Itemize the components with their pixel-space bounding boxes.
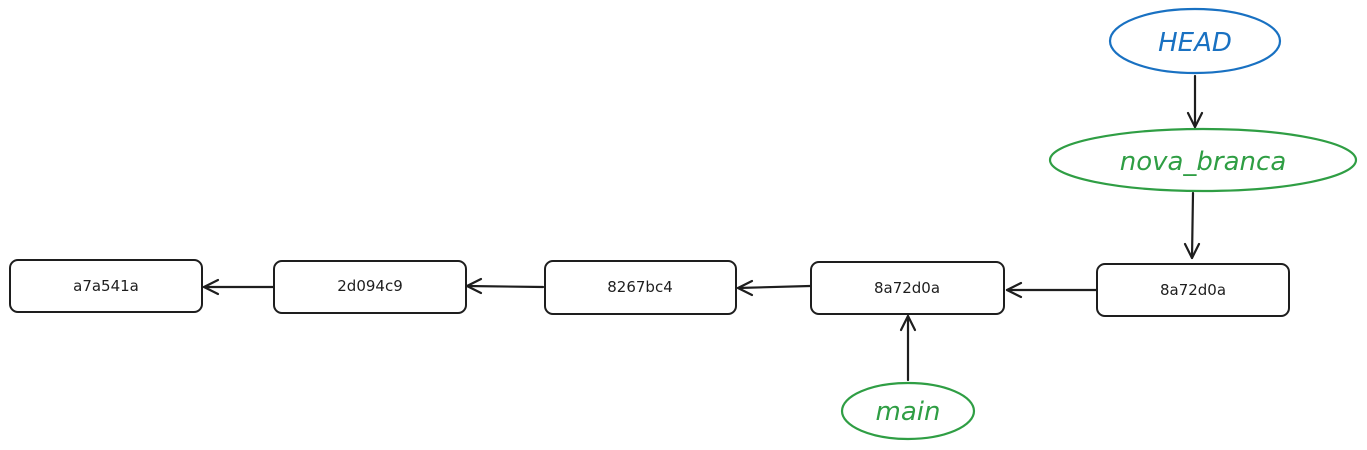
commit-node: 8a72d0a: [1096, 263, 1290, 317]
commit-arrow-4-to-3: [736, 279, 812, 297]
commit-node: 2d094c9: [273, 260, 467, 314]
main-ref: main: [840, 381, 976, 441]
commit-node: a7a541a: [9, 259, 203, 313]
main-label: main: [876, 397, 941, 427]
commit-hash: 8a72d0a: [1160, 281, 1226, 299]
commit-node: 8267bc4: [544, 260, 737, 315]
commit-arrow-2-to-1: [202, 278, 275, 296]
head-arrow: [1186, 74, 1204, 129]
branch-label: nova_branca: [1120, 147, 1287, 177]
commit-hash: 8267bc4: [607, 278, 673, 296]
commit-hash: a7a541a: [73, 277, 139, 295]
commit-arrow-5-to-4: [1005, 281, 1098, 299]
branch-ref: nova_branca: [1048, 127, 1358, 193]
branch-arrow: [1183, 191, 1201, 260]
main-arrow: [899, 314, 917, 382]
head-label: HEAD: [1158, 28, 1232, 58]
commit-hash: 8a72d0a: [874, 279, 940, 297]
commit-node: 8a72d0a: [810, 261, 1005, 315]
commit-arrow-3-to-2: [465, 277, 545, 295]
commit-hash: 2d094c9: [337, 277, 403, 295]
head-ref: HEAD: [1108, 7, 1282, 75]
